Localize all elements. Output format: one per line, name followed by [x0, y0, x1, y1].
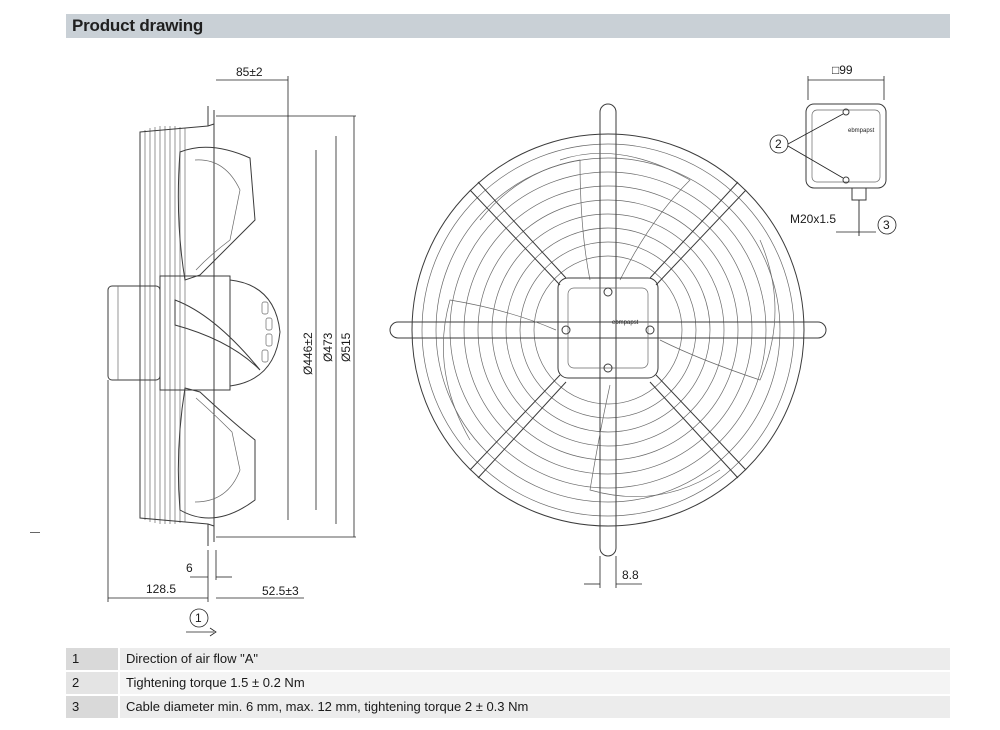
dim-52-5: 52.5±3 [262, 584, 299, 598]
dim-515: Ø515 [339, 332, 353, 362]
dim-6: 6 [186, 561, 193, 575]
section-header: Product drawing [66, 14, 950, 38]
front-brand: ebmpapst [612, 320, 639, 326]
legend-number: 3 [66, 696, 118, 718]
box-brand: ebmpapst [848, 128, 875, 134]
legend-number: 2 [66, 672, 118, 694]
section-title: Product drawing [72, 16, 204, 35]
callout-2: 2 [775, 137, 782, 151]
thread-label: M20x1.5 [790, 212, 836, 226]
dim-85: 85±2 [236, 65, 263, 79]
legend-text: Direction of air flow "A" [120, 648, 950, 670]
legend-table: 1 Direction of air flow "A" 2 Tightening… [66, 648, 950, 720]
dim-128-5: 128.5 [146, 582, 176, 596]
box-view: □99 ebmpapst 2 M20x1.5 3 [769, 63, 897, 236]
dim-8-8: 8.8 [622, 568, 639, 582]
margin-mark [30, 532, 40, 533]
legend-text: Tightening torque 1.5 ± 0.2 Nm [120, 672, 950, 694]
legend-row: 1 Direction of air flow "A" [66, 648, 950, 670]
legend-row: 2 Tightening torque 1.5 ± 0.2 Nm [66, 672, 950, 694]
front-view: ebmpapst 8.8 [389, 103, 827, 588]
legend-number: 1 [66, 648, 118, 670]
dim-99: □99 [832, 63, 853, 77]
guard-ribs [144, 126, 186, 524]
callout-1: 1 [195, 611, 202, 625]
legend-text: Cable diameter min. 6 mm, max. 12 mm, ti… [120, 696, 950, 718]
callout-3: 3 [883, 218, 890, 232]
legend-row: 3 Cable diameter min. 6 mm, max. 12 mm, … [66, 696, 950, 718]
dim-473: Ø473 [321, 332, 335, 362]
side-view: 85±2 Ø446±2 Ø473 Ø515 128.5 6 52.5±3 1 [107, 65, 356, 637]
product-drawing: 85±2 Ø446±2 Ø473 Ø515 128.5 6 52.5±3 1 [107, 63, 897, 637]
dim-446: Ø446±2 [301, 332, 315, 375]
